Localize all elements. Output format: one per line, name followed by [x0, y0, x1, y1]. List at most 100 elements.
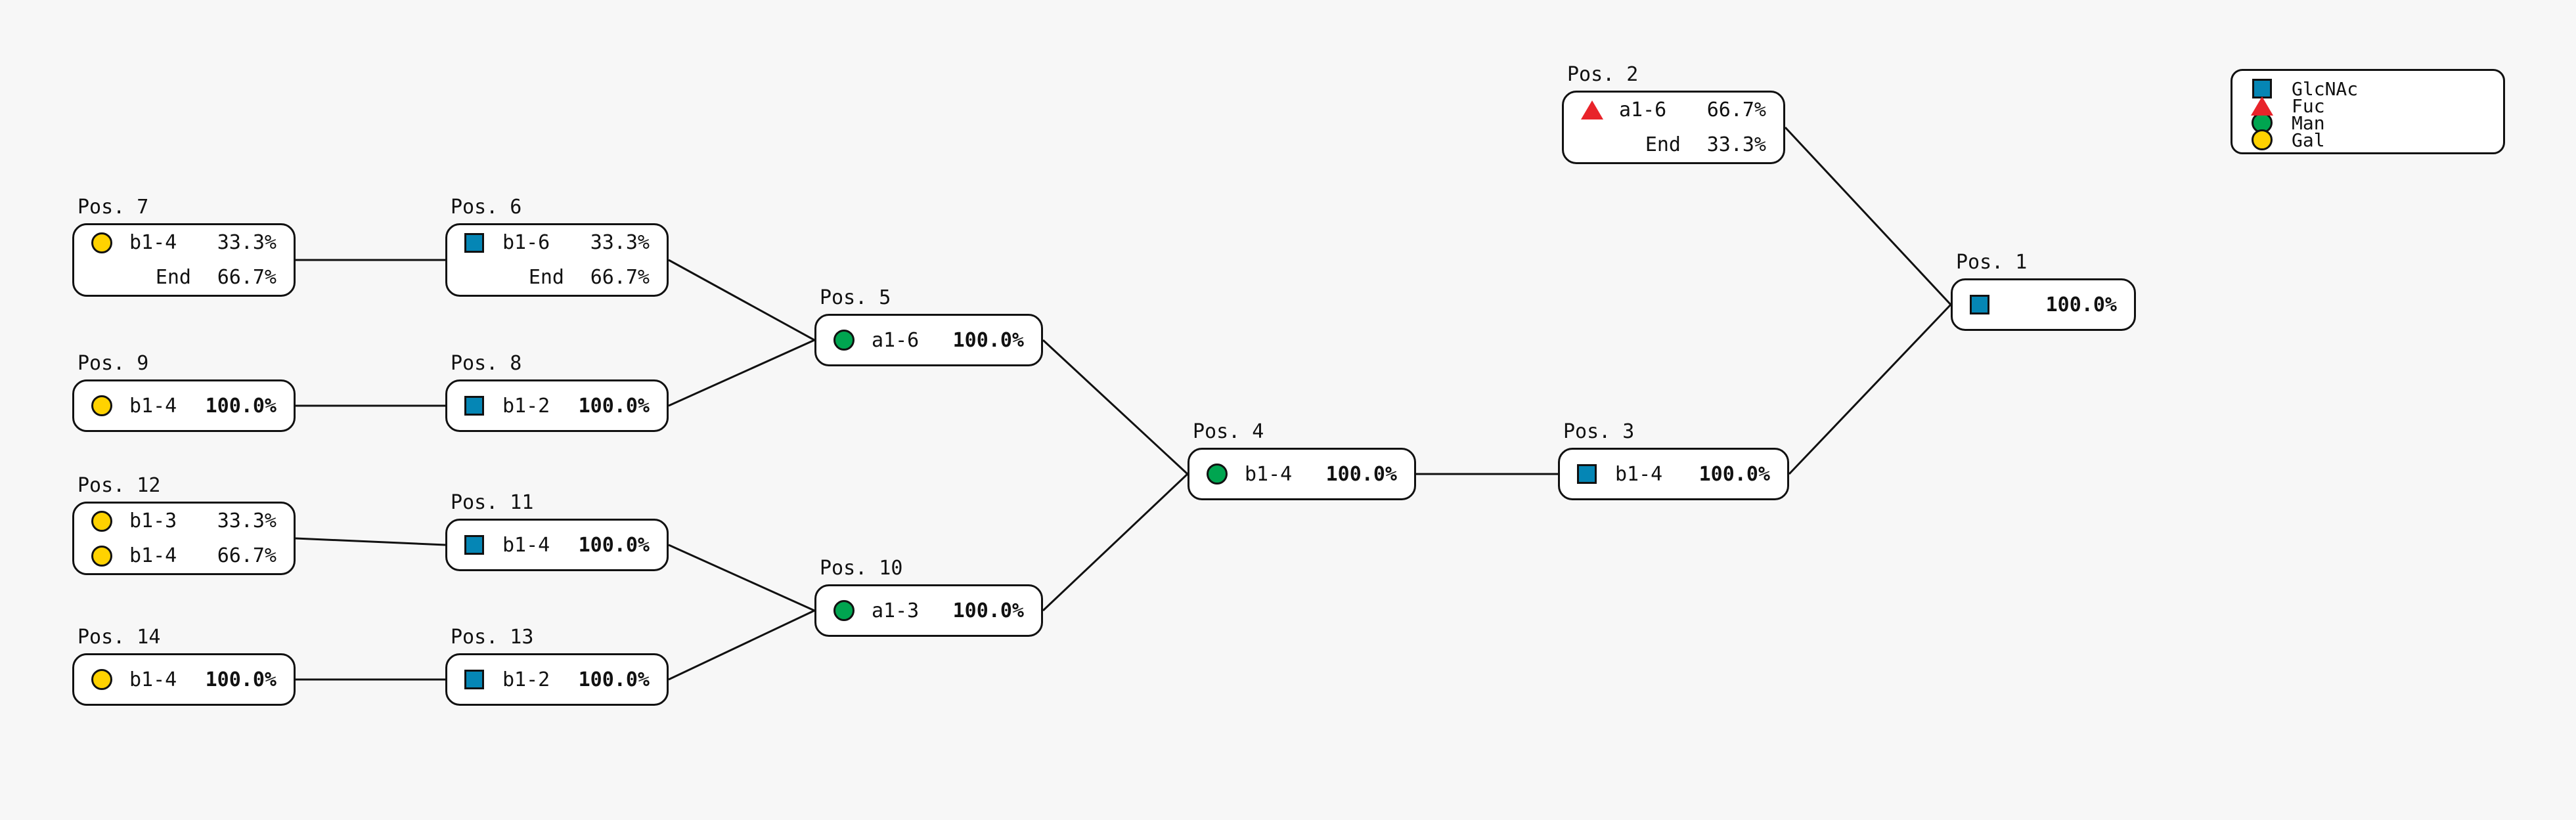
- gal-circle-icon: [91, 669, 129, 690]
- node-position-label: Pos. 5: [820, 286, 891, 309]
- legend-item: Gal: [2232, 129, 2503, 151]
- node-position-label: Pos. 7: [78, 196, 149, 219]
- linkage-label: a1-6: [1619, 98, 1667, 121]
- node-position-label: Pos. 8: [451, 352, 522, 375]
- fuc-triangle-glyph: [2251, 96, 2273, 116]
- linkage-label: b1-4: [129, 394, 177, 418]
- percent-value: 100.0%: [205, 668, 277, 691]
- glycan-node-pos1[interactable]: 100.0%: [1951, 278, 2136, 331]
- edge-pos12-to-pos11: [295, 537, 446, 546]
- percent-value: 100.0%: [578, 533, 650, 557]
- node-row: b1-4 100.0%: [464, 527, 650, 563]
- gal-circle-icon-glyph: [91, 395, 112, 416]
- glcnac-square-icon-glyph: [1577, 464, 1597, 484]
- node-row: b1-4 100.0%: [1207, 456, 1397, 492]
- glycan-node-pos8[interactable]: b1-2 100.0%: [445, 379, 669, 432]
- linkage-label: b1-4: [1615, 462, 1663, 486]
- node-position-label: Pos. 4: [1193, 420, 1264, 443]
- linkage-label: b1-6: [502, 231, 550, 254]
- glcnac-square-glyph: [2252, 79, 2272, 98]
- linkage-label: b1-4: [129, 231, 177, 254]
- linkage-label: End: [528, 266, 564, 289]
- glcnac-square-icon: [464, 396, 502, 416]
- edge-pos2-to-pos1: [1784, 126, 1952, 306]
- glcnac-square-icon: [2232, 79, 2292, 98]
- node-row: 100.0%: [1970, 287, 2117, 322]
- linkage-label: b1-4: [1245, 462, 1293, 486]
- percent-value: 100.0%: [952, 328, 1024, 352]
- percent-value: 100.0%: [1325, 462, 1397, 486]
- node-row: b1-4 100.0%: [91, 388, 277, 423]
- node-position-label: Pos. 9: [78, 352, 149, 375]
- node-position-label: Pos. 1: [1956, 251, 2028, 274]
- man-circle-icon-glyph: [833, 600, 855, 621]
- node-row: b1-2 100.0%: [464, 662, 650, 697]
- linkage-label: b1-4: [129, 668, 177, 691]
- node-position-label: Pos. 13: [451, 626, 534, 649]
- percent-value: 66.7%: [217, 266, 277, 289]
- edge-pos11-to-pos10: [668, 544, 815, 612]
- percent-value: 33.3%: [217, 231, 277, 254]
- percent-value: 100.0%: [2045, 293, 2117, 316]
- glycan-node-pos4[interactable]: b1-4 100.0%: [1188, 448, 1416, 500]
- glycan-node-pos3[interactable]: b1-4 100.0%: [1558, 448, 1789, 500]
- fuc-triangle-icon: [1581, 100, 1619, 119]
- glycan-node-pos11[interactable]: b1-4 100.0%: [445, 519, 669, 571]
- man-circle-icon: [833, 600, 872, 621]
- glcnac-square-icon-glyph: [464, 670, 484, 689]
- glycan-node-pos13[interactable]: b1-2 100.0%: [445, 653, 669, 706]
- percent-value: 66.7%: [217, 544, 277, 567]
- glcnac-square-icon-glyph: [464, 396, 484, 416]
- gal-circle-icon-glyph: [91, 510, 112, 532]
- edge-pos13-to-pos10: [668, 609, 815, 681]
- linkage-label: End: [155, 266, 191, 289]
- gal-circle-icon: [91, 510, 129, 532]
- gal-circle-icon-glyph: [91, 545, 112, 567]
- linkage-label: b1-2: [502, 668, 550, 691]
- edge-pos3-to-pos1: [1788, 303, 1952, 475]
- percent-value: 100.0%: [578, 394, 650, 418]
- gal-circle-icon-glyph: [91, 669, 112, 690]
- node-row: b1-2 100.0%: [464, 388, 650, 423]
- glcnac-square-icon-glyph: [1970, 295, 1989, 314]
- percent-value: 100.0%: [1699, 462, 1770, 486]
- node-position-label: Pos. 6: [451, 196, 522, 219]
- percent-value: 33.3%: [1706, 133, 1766, 156]
- fuc-triangle-icon: [2232, 96, 2292, 116]
- glcnac-square-icon-glyph: [464, 232, 484, 253]
- glycan-node-pos7[interactable]: b1-4 33.3% End 66.7%: [72, 223, 296, 297]
- node-row: b1-4 33.3%: [91, 225, 277, 260]
- edge-pos5-to-pos4: [1042, 339, 1189, 475]
- edge-pos8-to-pos5: [668, 339, 815, 407]
- linkage-label: b1-2: [502, 394, 550, 418]
- node-row: End 66.7%: [91, 260, 277, 295]
- node-position-label: Pos. 14: [78, 626, 161, 649]
- node-position-label: Pos. 12: [78, 474, 161, 497]
- node-position-label: Pos. 3: [1563, 420, 1635, 443]
- percent-value: 100.0%: [952, 599, 1024, 622]
- legend-item: Fuc: [2232, 95, 2503, 117]
- legend-item: GlcNAc: [2232, 78, 2503, 100]
- glycan-node-pos9[interactable]: b1-4 100.0%: [72, 379, 296, 432]
- linkage-label: b1-4: [502, 533, 550, 557]
- percent-value: 66.7%: [590, 266, 650, 289]
- percent-value: 100.0%: [205, 394, 277, 418]
- legend-label: Fuc: [2292, 95, 2325, 117]
- node-row: b1-4 100.0%: [91, 662, 277, 697]
- man-circle-icon: [1207, 464, 1245, 485]
- glcnac-square-icon: [1577, 464, 1615, 484]
- glycan-node-pos14[interactable]: b1-4 100.0%: [72, 653, 296, 706]
- edge-pos10-to-pos4: [1042, 473, 1189, 612]
- percent-value: 100.0%: [578, 668, 650, 691]
